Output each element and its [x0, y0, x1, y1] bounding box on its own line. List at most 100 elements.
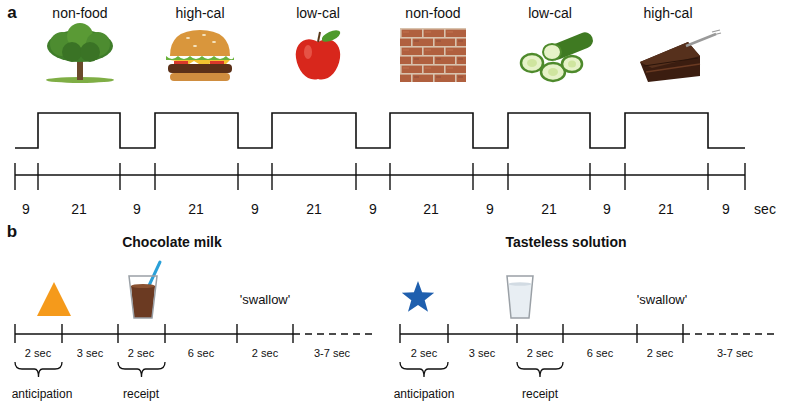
cucumber-picture [562, 56, 582, 72]
timeline-a [14, 163, 15, 190]
block-wave [15, 113, 745, 148]
instruction-label: 'swallow' [240, 293, 290, 307]
duration-number: 21 [423, 202, 439, 217]
brace-bracket [118, 362, 165, 377]
timeline-a [355, 163, 356, 190]
duration-label: 3-7 sec [717, 347, 753, 359]
brick-picture [400, 28, 466, 82]
chocolate-milk-glass [129, 262, 160, 318]
timeline-a [15, 174, 745, 175]
duration-number: 9 [722, 202, 730, 217]
timeline-b [292, 324, 293, 343]
brace-bracket [15, 362, 563, 377]
triangle-cue [37, 282, 71, 316]
burger-picture [193, 45, 197, 47]
chocolate-milk-glass [129, 276, 157, 318]
burger-picture [212, 41, 216, 43]
brace-bracket [400, 362, 448, 377]
timeline-a [472, 163, 473, 190]
timeline-b [14, 324, 15, 343]
apple-picture [318, 32, 320, 42]
duration-label: 3-7 sec [314, 347, 350, 359]
burger-picture [166, 56, 234, 60]
timeline-a [624, 163, 625, 190]
duration-label: 3 sec [469, 347, 495, 359]
apple-picture [296, 39, 340, 79]
cake-picture [712, 30, 721, 35]
duration-number: 9 [486, 202, 494, 217]
duration-label: 2 sec [25, 347, 51, 359]
cucumber-picture [521, 30, 595, 81]
phase-label: receipt [123, 388, 159, 401]
timeline-b [400, 333, 683, 334]
burger-picture [202, 34, 206, 36]
cake-picture [640, 30, 721, 82]
category-label: high-cal [643, 6, 692, 21]
cake-picture [640, 42, 700, 68]
timeline-a [707, 163, 708, 190]
burger-picture [210, 61, 224, 64]
burger-picture [168, 64, 232, 73]
timeline-a [271, 163, 272, 190]
timeline-a [389, 163, 390, 190]
phase-label: receipt [522, 388, 558, 401]
timeline-a [507, 163, 508, 190]
timeline-b [399, 324, 400, 343]
brick-picture [400, 28, 466, 82]
star-cue [402, 281, 434, 312]
tree-picture [46, 23, 114, 83]
timeline-b [516, 324, 517, 343]
duration-number: 9 [22, 202, 30, 217]
timeline-b [683, 333, 775, 334]
apple-picture [296, 28, 342, 80]
timeline-b [61, 324, 62, 343]
burger-picture [170, 30, 230, 56]
condition-title: Chocolate milk [122, 235, 222, 250]
timeline-b [562, 324, 563, 343]
duration-number: 9 [603, 202, 611, 217]
cake-picture [646, 64, 700, 72]
duration-label: 6 sec [587, 347, 613, 359]
duration-label: 2 sec [252, 347, 278, 359]
category-label: non-food [52, 6, 107, 21]
water-glass [509, 284, 532, 318]
duration-label: 2 sec [647, 347, 673, 359]
timeline-b [447, 324, 448, 343]
burger-picture [170, 73, 230, 81]
duration-label: 3 sec [77, 347, 103, 359]
chocolate-milk-glass [131, 284, 155, 288]
duration-label: 2 sec [527, 347, 553, 359]
burger-picture [166, 30, 234, 81]
duration-number: 21 [306, 202, 322, 217]
duration-label: 2 sec [128, 347, 154, 359]
timeline-a [119, 163, 120, 190]
timeline-b [15, 324, 775, 343]
timeline-a [15, 163, 745, 190]
apple-picture [320, 28, 342, 45]
duration-number: 21 [658, 202, 674, 217]
phase-label: anticipation [12, 388, 73, 401]
timeline-b [117, 324, 118, 343]
panel-letter: b [7, 223, 17, 242]
duration-number: 21 [541, 202, 557, 217]
chocolate-milk-glass [131, 286, 155, 318]
apple-picture [304, 45, 312, 59]
timeline-b [15, 333, 293, 334]
cake-picture [640, 42, 700, 82]
phase-label: anticipation [394, 388, 455, 401]
cucumber-picture [527, 59, 537, 67]
unit-label: sec [754, 202, 776, 217]
condition-title: Tasteless solution [505, 235, 626, 250]
timeline-a [744, 163, 745, 190]
instruction-label: 'swallow' [637, 293, 687, 307]
burger-picture [186, 37, 190, 39]
category-label: high-cal [175, 6, 224, 21]
category-label: non-food [405, 6, 460, 21]
timeline-a [37, 163, 38, 190]
timeline-a [154, 163, 155, 190]
cake-picture [644, 58, 698, 66]
duration-number: 9 [133, 202, 141, 217]
panel-letter: a [7, 4, 16, 23]
tree-picture [62, 42, 82, 62]
water-glass [507, 276, 533, 318]
